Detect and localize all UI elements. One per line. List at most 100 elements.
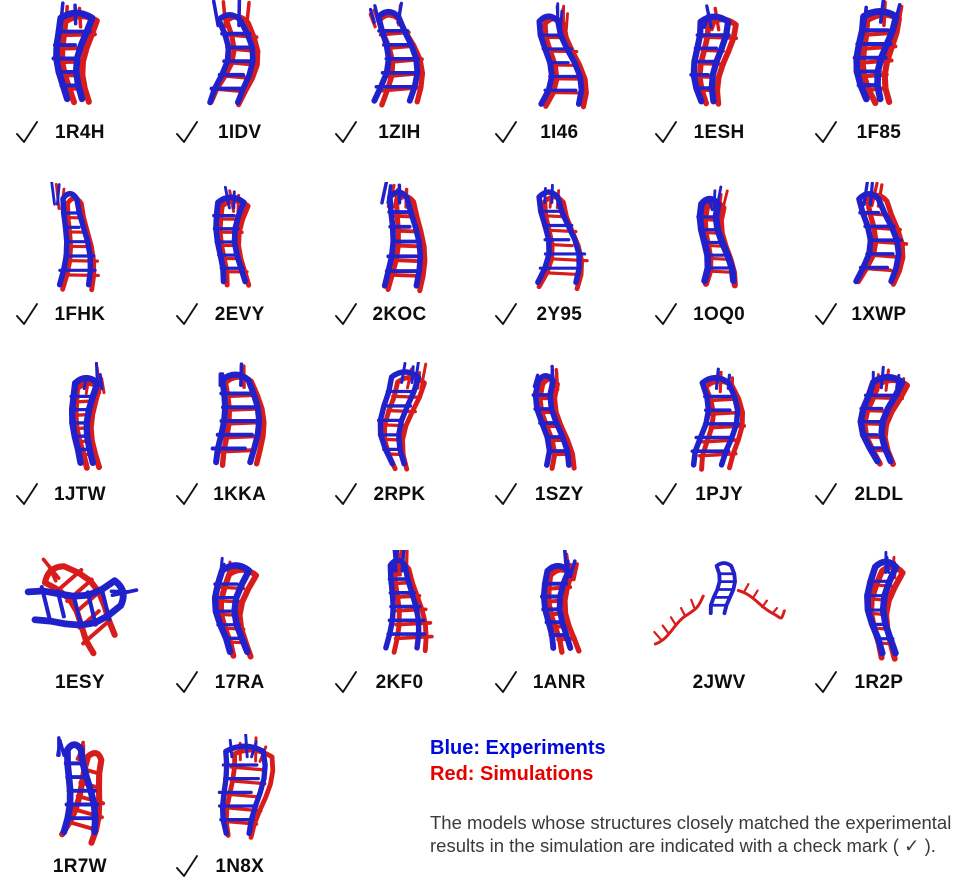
figure-row: 1ESY 17RA 2KF0 1ANR bbox=[0, 550, 959, 734]
figure-row: 1R7W 1N8X bbox=[0, 734, 959, 895]
figure-row: 1FHK 2EVY 2KOC 2Y95 bbox=[0, 182, 959, 362]
structure-rendering bbox=[536, 2, 590, 110]
structure-label-row: 1PJY bbox=[639, 480, 799, 510]
check-icon bbox=[655, 121, 678, 143]
pdb-id-label: 1JTW bbox=[53, 484, 106, 505]
structure-label-row: 1N8X bbox=[160, 852, 320, 882]
structure-label-row: 1IDV bbox=[160, 118, 320, 148]
check-icon bbox=[175, 303, 198, 325]
structure-rendering bbox=[689, 4, 739, 107]
check-icon bbox=[15, 483, 38, 505]
structure-rendering bbox=[211, 556, 259, 660]
check-icon bbox=[814, 121, 837, 143]
structure-label-row: 2Y95 bbox=[479, 300, 639, 330]
structure-rendering bbox=[217, 734, 276, 840]
structure-cell: 2KOC bbox=[320, 182, 480, 362]
check-icon bbox=[335, 303, 358, 325]
structure-cell: 1ESY bbox=[0, 550, 160, 734]
structure-label-row: 17RA bbox=[160, 668, 320, 698]
pdb-id-label: 2JWV bbox=[692, 672, 746, 693]
structure-label-row: 1R7W bbox=[0, 852, 160, 882]
check-icon bbox=[495, 303, 518, 325]
pdb-id-label: 1ZIH bbox=[378, 122, 421, 143]
structure-label-row: 1XWP bbox=[799, 300, 959, 330]
figure-row: 1JTW 1KKA 2RPK 1SZY bbox=[0, 362, 959, 550]
legend-blue-label: Blue: Experiments bbox=[430, 737, 606, 759]
structure-label-row: 1ESH bbox=[639, 118, 799, 148]
pdb-id-label: 1XWP bbox=[851, 304, 907, 325]
structure-label-row: 1R4H bbox=[0, 118, 160, 148]
structure-cell: 1OQ0 bbox=[639, 182, 799, 362]
structure-label-row: 1KKA bbox=[160, 480, 320, 510]
structure-label-row: 2LDL bbox=[799, 480, 959, 510]
pdb-id-label: 1ESH bbox=[693, 122, 745, 143]
structure-cell: 17RA bbox=[160, 550, 320, 734]
structure-label-row: 1ESY bbox=[0, 668, 160, 698]
structure-cell: 1XWP bbox=[799, 182, 959, 362]
structure-rendering bbox=[368, 1, 425, 108]
structure-rendering bbox=[653, 561, 787, 646]
structure-label-row: 1R2P bbox=[799, 668, 959, 698]
pdb-id-label: 2RPK bbox=[373, 484, 426, 505]
pdb-id-label: 2Y95 bbox=[536, 304, 583, 325]
structure-cell: 2RPK bbox=[320, 362, 480, 550]
check-icon bbox=[175, 671, 198, 693]
structure-rendering bbox=[379, 182, 427, 294]
structure-label-row: 2RPK bbox=[320, 480, 480, 510]
pdb-id-label: 2LDL bbox=[854, 484, 904, 505]
pdb-id-label: 1I46 bbox=[540, 122, 579, 143]
check-icon bbox=[175, 855, 198, 877]
structure-cell: 2JWV bbox=[639, 550, 799, 734]
structure-cell: 1ESH bbox=[639, 0, 799, 182]
pdb-id-label: 1FHK bbox=[54, 304, 106, 325]
pdb-id-label: 1N8X bbox=[215, 856, 265, 877]
structure-label-row: 1OQ0 bbox=[639, 300, 799, 330]
pdb-id-label: 1PJY bbox=[695, 484, 743, 505]
structure-cell: 1PJY bbox=[639, 362, 799, 550]
structure-rendering bbox=[382, 550, 434, 655]
pdb-id-label: 1IDV bbox=[217, 122, 262, 143]
pdb-id-label: 1OQ0 bbox=[693, 304, 746, 325]
structure-rendering bbox=[864, 550, 906, 662]
structure-rendering bbox=[540, 550, 582, 655]
structure-cell: 1F85 bbox=[799, 0, 959, 182]
check-icon bbox=[655, 483, 678, 505]
check-icon bbox=[814, 483, 837, 505]
structure-label-row: 1ZIH bbox=[320, 118, 480, 148]
structure-label-row: 1JTW bbox=[0, 480, 160, 510]
pdb-id-label: 1KKA bbox=[213, 484, 267, 505]
check-icon bbox=[335, 483, 358, 505]
structure-cell: 1N8X bbox=[160, 734, 320, 895]
structure-cell: 2KF0 bbox=[320, 550, 480, 734]
pdb-id-label: 2KOC bbox=[372, 304, 427, 325]
figure-caption: The models whose structures closely matc… bbox=[430, 812, 952, 856]
pdb-id-label: 1F85 bbox=[856, 122, 902, 143]
structure-cell: 2Y95 bbox=[479, 182, 639, 362]
legend-red-label: Red: Simulations bbox=[430, 762, 594, 785]
structure-label-row: 1F85 bbox=[799, 118, 959, 148]
structure-cell: 2EVY bbox=[160, 182, 320, 362]
structure-rendering bbox=[68, 362, 106, 471]
structure-cell: 1FHK bbox=[0, 182, 160, 362]
structure-rendering bbox=[531, 364, 578, 471]
figure-row: 1R4H 1IDV 1ZIH 1I46 bbox=[0, 0, 959, 182]
structure-cell: 1R7W bbox=[0, 734, 160, 895]
structure-cell: 1I46 bbox=[479, 0, 639, 182]
structure-cell: 1SZY bbox=[479, 362, 639, 550]
structure-cell: 1ZIH bbox=[320, 0, 480, 182]
structure-cell: 1KKA bbox=[160, 362, 320, 550]
structure-cell: 1IDV bbox=[160, 0, 320, 182]
check-icon bbox=[655, 303, 678, 325]
pdb-id-label: 2KF0 bbox=[375, 672, 424, 693]
check-icon bbox=[495, 671, 518, 693]
structure-cell: 1R2P bbox=[799, 550, 959, 734]
pdb-id-label: 1R7W bbox=[52, 856, 107, 877]
check-icon bbox=[335, 121, 358, 143]
structure-rendering bbox=[690, 367, 747, 472]
structure-label-row: 2EVY bbox=[160, 300, 320, 330]
structure-cell: 2LDL bbox=[799, 362, 959, 550]
structure-rendering bbox=[535, 183, 590, 292]
structure-rendering bbox=[50, 182, 100, 293]
structure-label-row: 1SZY bbox=[479, 480, 639, 510]
